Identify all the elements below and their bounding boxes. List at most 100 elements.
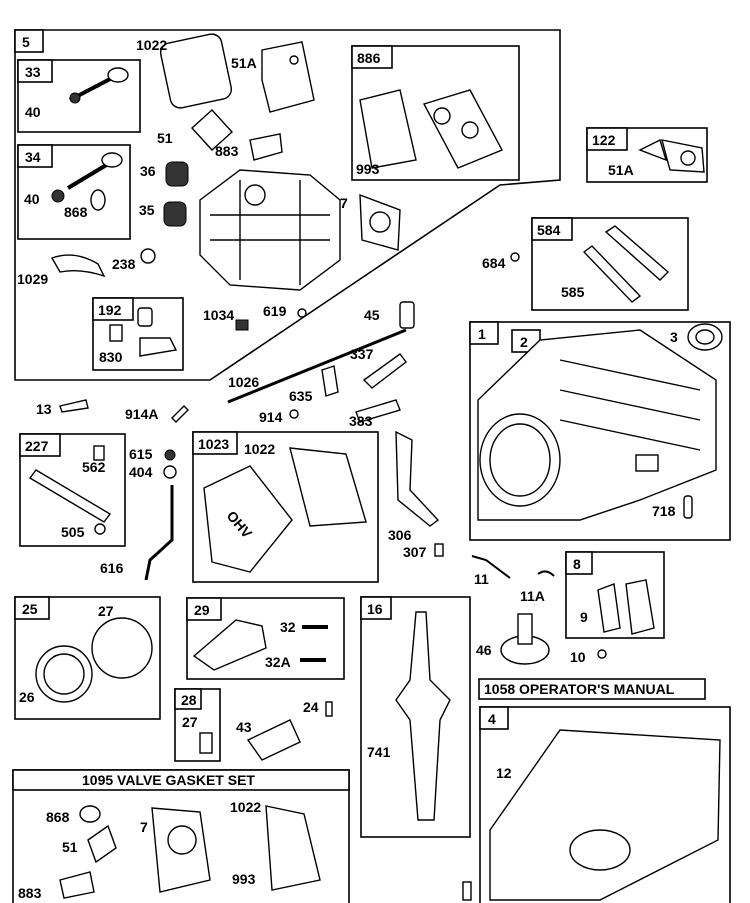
label-32a: 32A: [265, 654, 291, 670]
label-993: 993: [356, 161, 380, 177]
label-1029: 1029: [17, 271, 48, 287]
label-11: 11: [474, 571, 489, 587]
group-28-tag: [174, 688, 202, 710]
label-40: 40: [25, 104, 41, 120]
bolt-562-icon: [93, 445, 105, 461]
label-383: 383: [349, 413, 373, 429]
gasket-883-icon: [249, 133, 283, 161]
intake-valve-icon: [51, 152, 123, 211]
valve-gasket-set-header: [12, 769, 350, 791]
label-7: 7: [340, 195, 348, 211]
clip-11a-icon: [537, 570, 555, 577]
label-505: 505: [61, 524, 85, 540]
label-404: 404: [129, 464, 153, 480]
governor-lever-icon: [28, 469, 112, 523]
label-51a: 51A: [231, 55, 257, 71]
label-122-51a: 51A: [608, 162, 634, 178]
gasket-51a-icon: [261, 41, 315, 113]
part-1034-icon: [235, 319, 249, 331]
group-25-tag: [14, 596, 50, 620]
group-29-tag: [186, 597, 222, 621]
group-122: 122 51A: [586, 127, 708, 183]
cover-gasket-b-icon: [265, 805, 321, 891]
label-1034: 1034: [203, 307, 234, 323]
label-562: 562: [82, 459, 106, 475]
group-1-number: 1: [478, 326, 486, 342]
group-1023-outline: [192, 431, 379, 583]
group-16: 16 741: [360, 596, 471, 838]
label-914a: 914A: [125, 406, 158, 422]
nut-505-icon: [94, 523, 106, 535]
group-1: 1 2 3 718: [469, 321, 731, 541]
spark-plug-icon: [362, 353, 407, 389]
gasket-993-icon: [359, 89, 417, 169]
valve-gasket-set-title: 1095 VALVE GASKET SET: [82, 772, 255, 788]
group-4-number: 4: [488, 711, 496, 727]
cam-shaft-icon: [517, 613, 533, 645]
label-883-b: 883: [18, 885, 42, 901]
group-227-outline: [19, 433, 126, 547]
group-28-number: 28: [181, 692, 197, 708]
group-25-outline: [14, 596, 161, 720]
group-4-tag: [479, 706, 509, 730]
valve-spring-36-icon: [165, 161, 189, 187]
label-32: 32: [280, 619, 296, 635]
group-5: 5 33 40 34 40 868 1029 238 192: [14, 29, 561, 381]
pin-24-icon: [325, 701, 333, 717]
group-29-outline: [186, 597, 345, 680]
label-43: 43: [236, 719, 252, 735]
seal-868-icon: [79, 805, 101, 823]
group-34-outline: [17, 144, 131, 240]
gasket-51-icon: [191, 109, 233, 151]
group-1-outline: [469, 321, 731, 541]
group-16-outline: [360, 596, 471, 838]
part-383-icon: [355, 399, 401, 423]
group-1-tag: [469, 321, 499, 345]
group-1023-tag: [192, 431, 238, 455]
operators-manual-title: 1058 OPERATOR'S MANUAL: [484, 681, 675, 697]
piston-pin-icon: [199, 732, 213, 754]
gasket-icon: [638, 139, 668, 162]
group-227: 227 562 505: [19, 433, 126, 547]
label-46: 46: [476, 642, 492, 658]
label-914: 914: [259, 409, 283, 425]
gasket-upper-icon: [604, 225, 670, 281]
label-868: 868: [64, 204, 88, 220]
label-24: 24: [303, 699, 319, 715]
label-1022: 1022: [136, 37, 167, 53]
breather-cover-icon: [625, 579, 655, 635]
screw-10-icon: [597, 649, 607, 659]
bolt-13-icon: [59, 399, 89, 413]
group-4-outline: [479, 706, 731, 903]
group-34-tag: [17, 144, 53, 168]
group-34-number: 34: [25, 149, 41, 165]
sump-icon: [489, 729, 721, 901]
label-7-b: 7: [140, 819, 148, 835]
group-8-tag: [565, 551, 593, 575]
label-13: 13: [36, 401, 52, 417]
label-883: 883: [215, 143, 239, 159]
connecting-rod-icon: [192, 619, 267, 671]
screw-684-icon: [510, 252, 520, 262]
label-868-b: 868: [46, 809, 70, 825]
screw-619-icon: [297, 308, 307, 318]
label-12: 12: [496, 765, 512, 781]
group-122-outline: [586, 127, 708, 183]
label-684: 684: [482, 255, 506, 271]
screw-914-icon: [289, 409, 299, 419]
valve-gasket-set: 1095 VALVE GASKET SET 868 51 883 7 1022 …: [12, 769, 350, 903]
group-584-outline: [531, 217, 689, 311]
group-16-tag: [360, 596, 392, 620]
group-584-tag: [531, 217, 573, 241]
group-33-outline: [17, 59, 141, 133]
group-8-outline: [565, 551, 665, 639]
cylinder-block-icon: [477, 329, 717, 521]
label-1022-b: 1022: [230, 799, 261, 815]
label-27-b: 27: [182, 714, 198, 730]
bolt-914a-icon: [171, 405, 189, 423]
label-993-b: 993: [232, 871, 256, 887]
group-5-number: 5: [22, 34, 30, 50]
label-619: 619: [263, 303, 287, 319]
label-616: 616: [100, 560, 124, 576]
